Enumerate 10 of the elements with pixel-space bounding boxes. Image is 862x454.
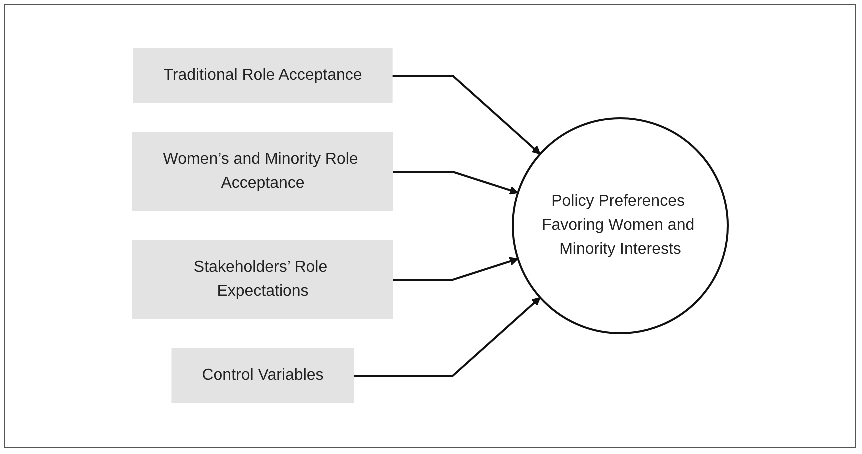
node-box: [171, 348, 354, 404]
arrow: [392, 171, 518, 195]
node-box: [132, 240, 393, 320]
node-box: [132, 48, 392, 104]
node-box: [132, 132, 393, 212]
diagram-frame: Traditional Role Acceptance Women’s and Minority Role Acceptance Stakeholders’ Role Expectations Control Variables Policy Preferences Favoring Women and Minority Interests: [4, 4, 856, 448]
arrow: [392, 75, 540, 155]
node-circle: [512, 118, 728, 334]
arrow: [392, 257, 518, 281]
arrow: [353, 297, 540, 377]
